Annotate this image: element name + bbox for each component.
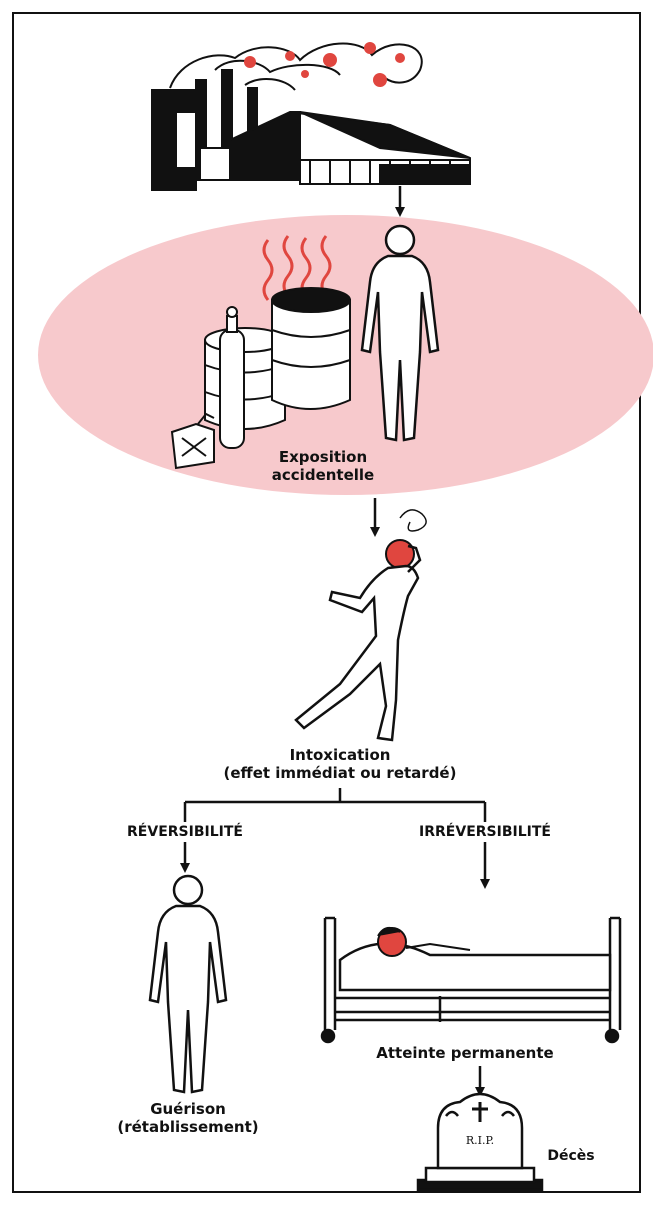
intoxication-label-line2: (effet immédiat ou retardé)	[205, 764, 475, 782]
intoxication-label-line1: Intoxication	[205, 746, 475, 764]
reversibility-text: RÉVERSIBILITÉ	[100, 824, 270, 841]
exposure-label: Exposition accidentelle	[248, 448, 398, 484]
recovery-label-line1: Guérison	[98, 1100, 278, 1118]
recovery-label-line2: (rétablissement)	[98, 1118, 278, 1136]
permanent-label: Atteinte permanente	[345, 1044, 585, 1062]
intoxication-label: Intoxication (effet immédiat ou retardé)	[205, 746, 475, 782]
exposure-label-line1: Exposition	[248, 448, 398, 466]
death-label: Décès	[536, 1148, 606, 1165]
death-text: Décès	[536, 1148, 606, 1165]
recovery-label: Guérison (rétablissement)	[98, 1100, 278, 1136]
tombstone-text: R.I.P.	[466, 1134, 494, 1147]
irreversibility-text: IRRÉVERSIBILITÉ	[395, 824, 575, 841]
recovered-person-icon	[150, 876, 226, 1092]
factory-icon	[152, 42, 470, 190]
dizzy-person-icon	[296, 510, 426, 740]
hospital-bed-icon	[322, 918, 620, 1042]
exposure-label-line2: accidentelle	[248, 466, 398, 484]
reversibility-label: RÉVERSIBILITÉ	[100, 824, 270, 841]
permanent-text: Atteinte permanente	[345, 1044, 585, 1062]
split-connector	[185, 788, 485, 822]
irreversibility-label: IRRÉVERSIBILITÉ	[395, 824, 575, 841]
